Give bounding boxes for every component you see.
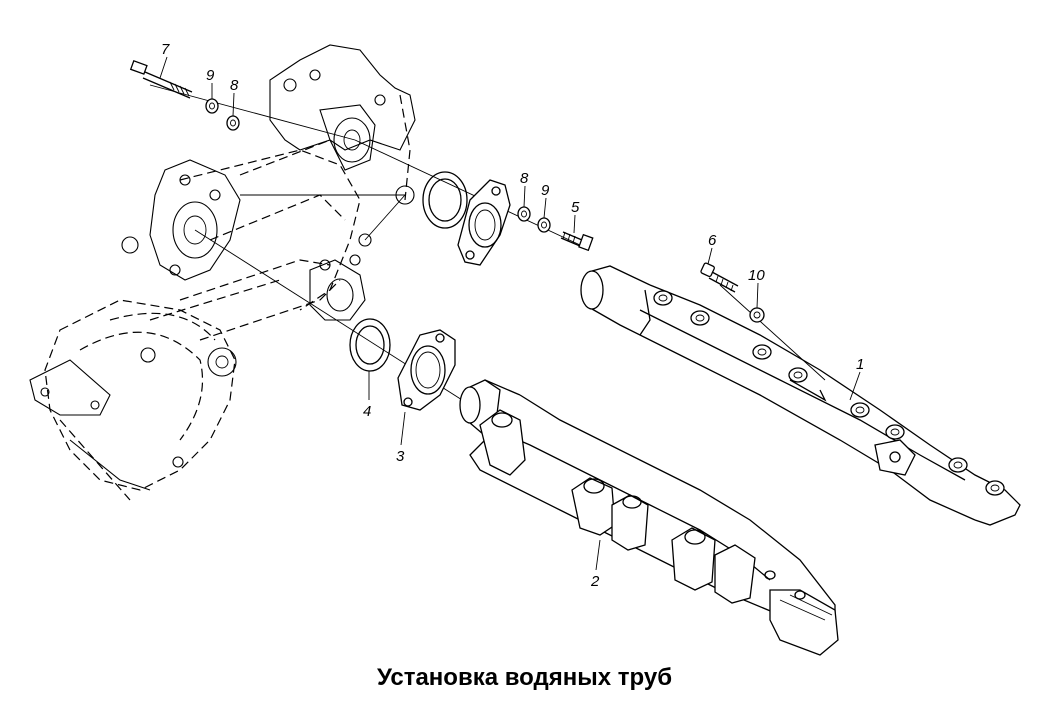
callout-1: 1 [856, 356, 864, 373]
engine-housing [29, 44, 416, 501]
washer-10 [749, 307, 765, 323]
seal-ring-4 [349, 318, 391, 372]
callout-8a: 8 [230, 77, 239, 94]
callout-7: 7 [161, 41, 170, 58]
bolt-7 [129, 60, 193, 99]
washer-9-upper [205, 98, 219, 114]
water-pipe-1 [580, 265, 1021, 526]
callout-6: 6 [708, 232, 717, 249]
callout-9b: 9 [541, 182, 550, 199]
callout-10: 10 [748, 267, 765, 284]
callout-4: 4 [363, 403, 371, 420]
upper-flange [457, 179, 511, 266]
callout-8b: 8 [520, 170, 529, 187]
washer-8-upper [226, 115, 240, 131]
bolt-5 [560, 231, 594, 252]
leader-lines [159, 56, 861, 571]
callout-9a: 9 [206, 67, 215, 84]
callout-2: 2 [590, 573, 600, 590]
drawing-caption: Установка водяных труб [376, 664, 673, 691]
water-pipe-2 [459, 379, 839, 656]
washer-8-lower [517, 206, 531, 222]
callout-5: 5 [571, 199, 580, 216]
callouts: 7 9 8 8 9 5 6 10 1 4 3 2 [161, 41, 864, 590]
callout-3: 3 [396, 448, 405, 465]
gasket-3 [397, 329, 456, 411]
bolt-6 [700, 262, 739, 293]
washer-9-lower [537, 217, 551, 233]
upper-seal-ring [422, 171, 468, 229]
